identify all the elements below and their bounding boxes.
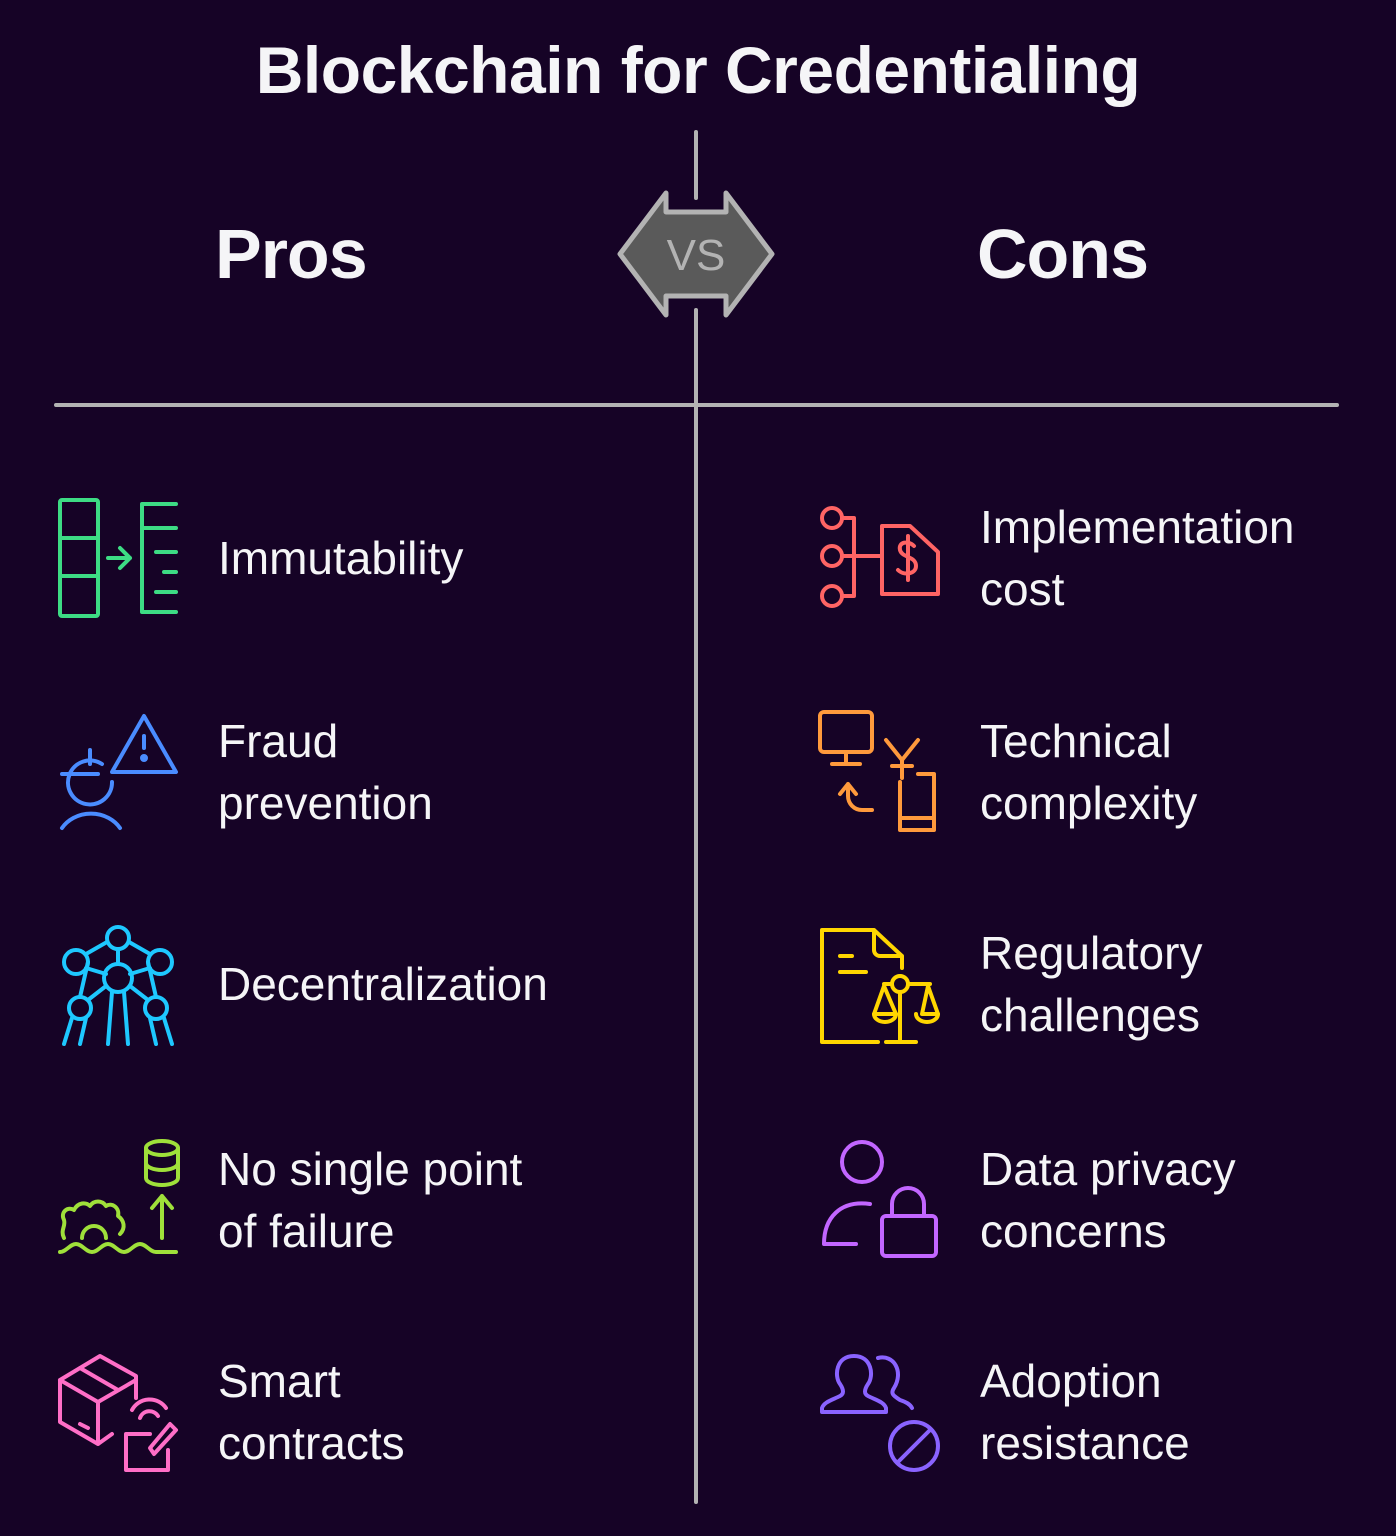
legal-scale-document-icon: [818, 922, 942, 1046]
vs-badge: VS: [616, 190, 776, 318]
package-signature-icon: [56, 1350, 180, 1474]
pro-label: No single point of failure: [218, 1143, 523, 1257]
fraud-warning-icon: [56, 710, 180, 834]
con-label: Implementation cost: [980, 501, 1295, 615]
center-divider-bottom: [694, 308, 698, 1504]
ledger-transfer-icon: [56, 496, 180, 620]
cost-document-icon: [818, 496, 942, 620]
double-arrow-icon: VS: [617, 190, 775, 318]
con-item-regulatory-challenges: Regulatory challenges: [818, 922, 1202, 1046]
pro-item-smart-contracts: Smart contracts: [56, 1350, 405, 1474]
pro-label: Decentralization: [218, 958, 548, 1010]
center-divider-top: [694, 130, 698, 200]
pros-heading: Pros: [215, 215, 368, 293]
con-label: Regulatory challenges: [980, 927, 1203, 1041]
device-sync-icon: [818, 710, 942, 834]
pro-label: Smart contracts: [218, 1355, 405, 1469]
page-title: Blockchain for Credentialing: [255, 33, 1141, 107]
pro-label: Immutability: [218, 532, 464, 584]
pro-label: Fraud prevention: [218, 715, 433, 829]
pro-item-decentralization: Decentralization: [56, 922, 548, 1046]
cons-heading: Cons: [977, 215, 1149, 293]
network-nodes-icon: [56, 922, 180, 1046]
con-label: Data privacy concerns: [980, 1143, 1236, 1257]
con-item-implementation-cost: Implementation cost: [818, 496, 1295, 620]
user-lock-icon: [818, 1138, 942, 1262]
con-item-data-privacy: Data privacy concerns: [818, 1138, 1236, 1262]
pro-item-fraud-prevention: Fraud prevention: [56, 710, 433, 834]
users-blocked-icon: [818, 1350, 942, 1474]
resilience-database-icon: [56, 1138, 180, 1262]
con-label: Adoption resistance: [980, 1355, 1190, 1469]
pro-item-immutability: Immutability: [56, 496, 463, 620]
con-item-technical-complexity: Technical complexity: [818, 710, 1197, 834]
vs-label: VS: [667, 231, 726, 280]
con-item-adoption-resistance: Adoption resistance: [818, 1350, 1190, 1474]
header-divider: [54, 403, 1339, 407]
pro-item-no-single-point: No single point of failure: [56, 1138, 522, 1262]
con-label: Technical complexity: [980, 715, 1198, 829]
